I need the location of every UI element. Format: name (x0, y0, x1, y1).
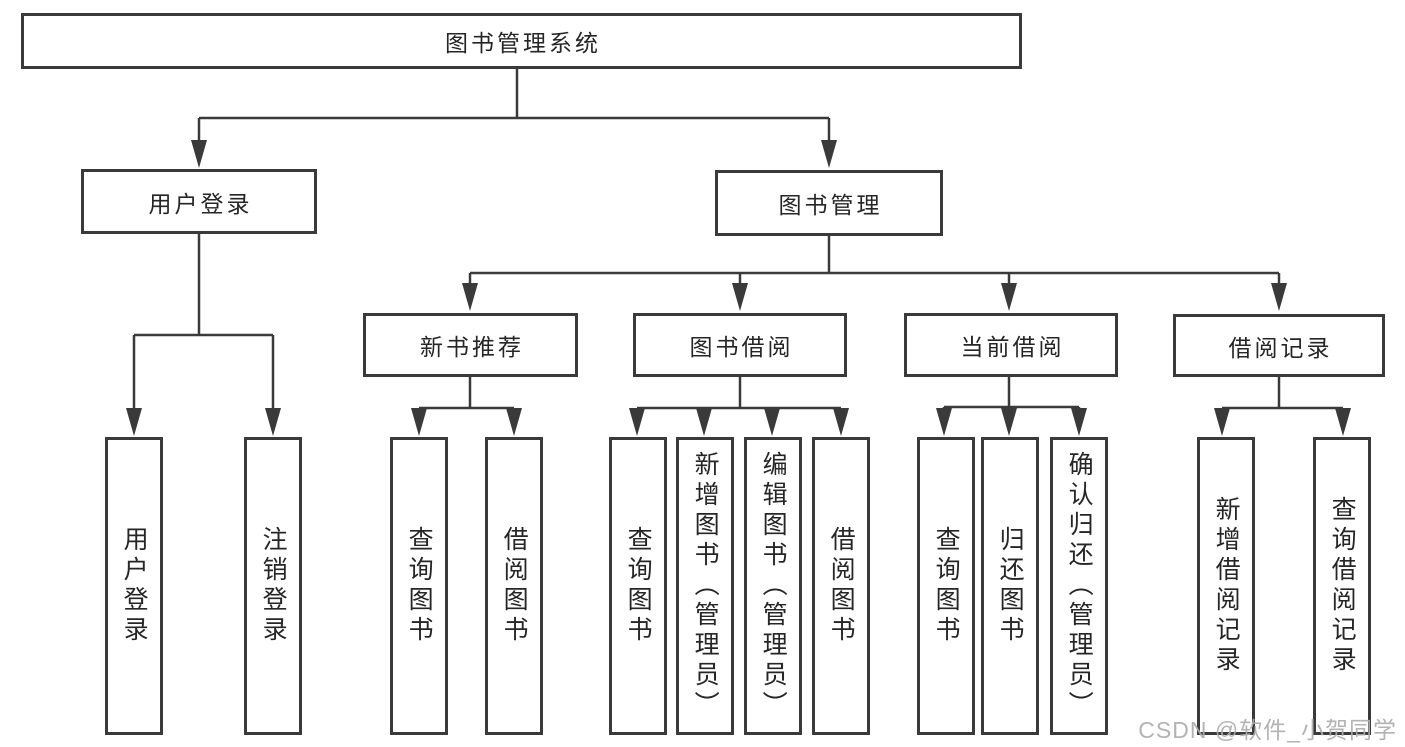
arrowhead (1001, 408, 1017, 436)
node-book-borrow: 图书借阅 (633, 313, 847, 377)
wire-borrow-to-leaves (635, 377, 843, 412)
arrowhead (696, 408, 712, 436)
leaf-borrow-query-book: 查询图书 (609, 437, 667, 735)
connector-paths (132, 69, 1345, 412)
node-label: 新增借阅记录 (1212, 496, 1241, 676)
arrowhead (833, 408, 849, 436)
node-label: 查询图书 (624, 526, 653, 646)
node-label: 图书管理系统 (445, 30, 601, 56)
leaf-borrow-add-book-admin: 新增图书（管理员） (676, 437, 734, 735)
arrowhead (506, 408, 522, 436)
node-label: 查询图书 (405, 526, 434, 646)
node-label: 新书推荐 (420, 334, 524, 360)
node-label: 确认归还（管理员） (1065, 451, 1094, 721)
wire-bookmgmt-to-level3 (468, 236, 1281, 286)
node-label: 图书管理 (778, 192, 883, 218)
node-label: 用户登录 (148, 190, 253, 217)
leaf-borrow-borrow-book: 借阅图书 (812, 437, 870, 735)
arrowhead (411, 408, 427, 436)
leaf-logout: 注销登录 (244, 437, 302, 735)
leaf-user-login: 用户登录 (105, 437, 163, 735)
node-new-book-recommend: 新书推荐 (363, 313, 578, 377)
node-label: 借阅图书 (500, 526, 529, 646)
wire-record-to-leaves (1220, 377, 1345, 412)
arrowhead (126, 408, 142, 436)
node-book-management: 图书管理 (715, 170, 943, 236)
node-borrow-record: 借阅记录 (1173, 314, 1385, 377)
leaf-record-query-record: 查询借阅记录 (1313, 437, 1371, 735)
arrowhead (1071, 408, 1087, 436)
node-label: 借阅图书 (827, 526, 856, 646)
node-user-login: 用户登录 (81, 169, 317, 234)
node-current-borrow: 当前借阅 (904, 313, 1118, 377)
arrowhead (265, 408, 281, 436)
arrowhead (1001, 283, 1017, 311)
arrowhead (1214, 408, 1230, 436)
node-label: 注销登录 (259, 526, 288, 646)
arrowhead (764, 408, 780, 436)
node-root: 图书管理系统 (21, 13, 1022, 69)
arrowhead (629, 408, 645, 436)
arrowhead (821, 140, 837, 168)
node-label: 借阅记录 (1228, 334, 1333, 361)
arrowhead (191, 140, 207, 168)
arrowhead (732, 283, 748, 311)
node-label: 当前借阅 (960, 334, 1065, 360)
wire-newrec-to-leaves (417, 377, 516, 412)
wire-root-to-level2 (197, 69, 831, 143)
leaf-newrec-query-book: 查询图书 (390, 437, 448, 735)
leaf-current-query-book: 查询图书 (917, 437, 975, 735)
node-label: 图书借阅 (689, 334, 794, 360)
node-label: 查询借阅记录 (1328, 496, 1357, 676)
wire-current-to-leaves (942, 377, 1081, 412)
leaf-record-add-record: 新增借阅记录 (1197, 437, 1255, 735)
node-label: 用户登录 (120, 526, 149, 646)
node-label: 归还图书 (996, 526, 1025, 646)
wire-userlogin-to-leaves (132, 233, 275, 410)
arrowhead (1335, 408, 1351, 436)
node-label: 新增图书（管理员） (691, 451, 720, 721)
arrowhead (462, 283, 478, 311)
watermark-text: CSDN @软件_小贺同学 (1138, 717, 1397, 743)
node-label: 编辑图书（管理员） (759, 451, 788, 721)
leaf-borrow-edit-book-admin: 编辑图书（管理员） (744, 437, 802, 735)
leaf-current-return-book: 归还图书 (981, 437, 1039, 735)
arrowhead (1271, 283, 1287, 311)
arrowhead (936, 408, 952, 436)
node-label: 查询图书 (932, 526, 961, 646)
leaf-current-confirm-return-admin: 确认归还（管理员） (1050, 437, 1108, 735)
leaf-newrec-borrow-book: 借阅图书 (485, 437, 543, 735)
